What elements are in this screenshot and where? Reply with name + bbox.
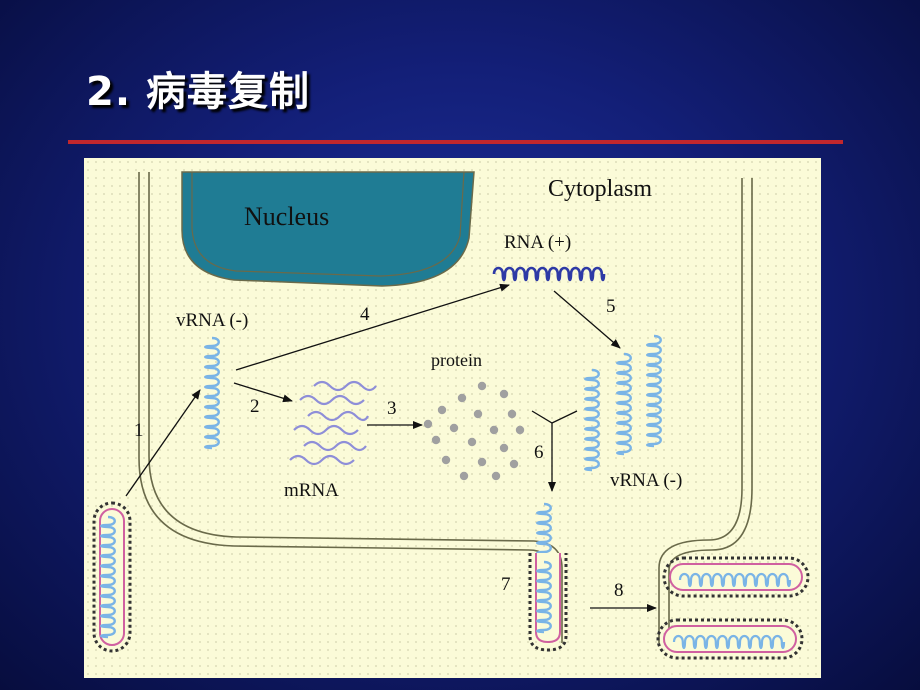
step-7-label: 7 bbox=[501, 574, 511, 595]
virion-released-1 bbox=[662, 556, 810, 598]
step-6-label: 6 bbox=[534, 442, 544, 463]
virion-budding bbox=[528, 553, 568, 652]
step-3-label: 3 bbox=[387, 398, 397, 419]
arrow-step-1 bbox=[125, 389, 201, 497]
mrna-strands bbox=[289, 380, 377, 466]
vrna-coils-right bbox=[584, 334, 662, 472]
step-8-label: 8 bbox=[614, 580, 624, 601]
mrna-label: mRNA bbox=[284, 480, 339, 501]
virion-entering bbox=[92, 501, 132, 653]
step-5-label: 5 bbox=[606, 296, 616, 317]
nucleus-shape bbox=[181, 171, 475, 287]
title-divider bbox=[68, 140, 843, 144]
step-2-label: 2 bbox=[250, 396, 260, 417]
cell-membrane-right-outer bbox=[658, 178, 743, 643]
vrna-coil-left bbox=[204, 336, 220, 450]
diagram-canvas bbox=[92, 171, 810, 660]
slide-title: 2. 病毒复制 bbox=[86, 69, 310, 115]
step-1-label: 1 bbox=[134, 420, 144, 441]
arrow-step-2 bbox=[233, 382, 293, 403]
virion-released-2 bbox=[656, 618, 804, 660]
rna-plus-label: RNA (+) bbox=[504, 232, 572, 253]
arrow-step-4 bbox=[235, 283, 510, 371]
nuclear-envelope bbox=[191, 171, 465, 277]
protein-particles bbox=[423, 381, 525, 481]
step-4-label: 4 bbox=[360, 304, 370, 325]
vrna-left-label: vRNA (-) bbox=[176, 310, 249, 331]
rna-plus-strand bbox=[492, 266, 606, 282]
arrow-step-5 bbox=[553, 290, 621, 349]
nucleus-label: Nucleus bbox=[244, 202, 330, 231]
assembly-lines bbox=[531, 410, 578, 424]
protein-label: protein bbox=[431, 350, 482, 370]
virus-replication-diagram: Nucleus Cytoplasm RNA (+) vRNA (-) prote… bbox=[84, 158, 821, 678]
vrna-right-label: vRNA (-) bbox=[610, 470, 683, 491]
cytoplasm-label: Cytoplasm bbox=[548, 176, 653, 202]
